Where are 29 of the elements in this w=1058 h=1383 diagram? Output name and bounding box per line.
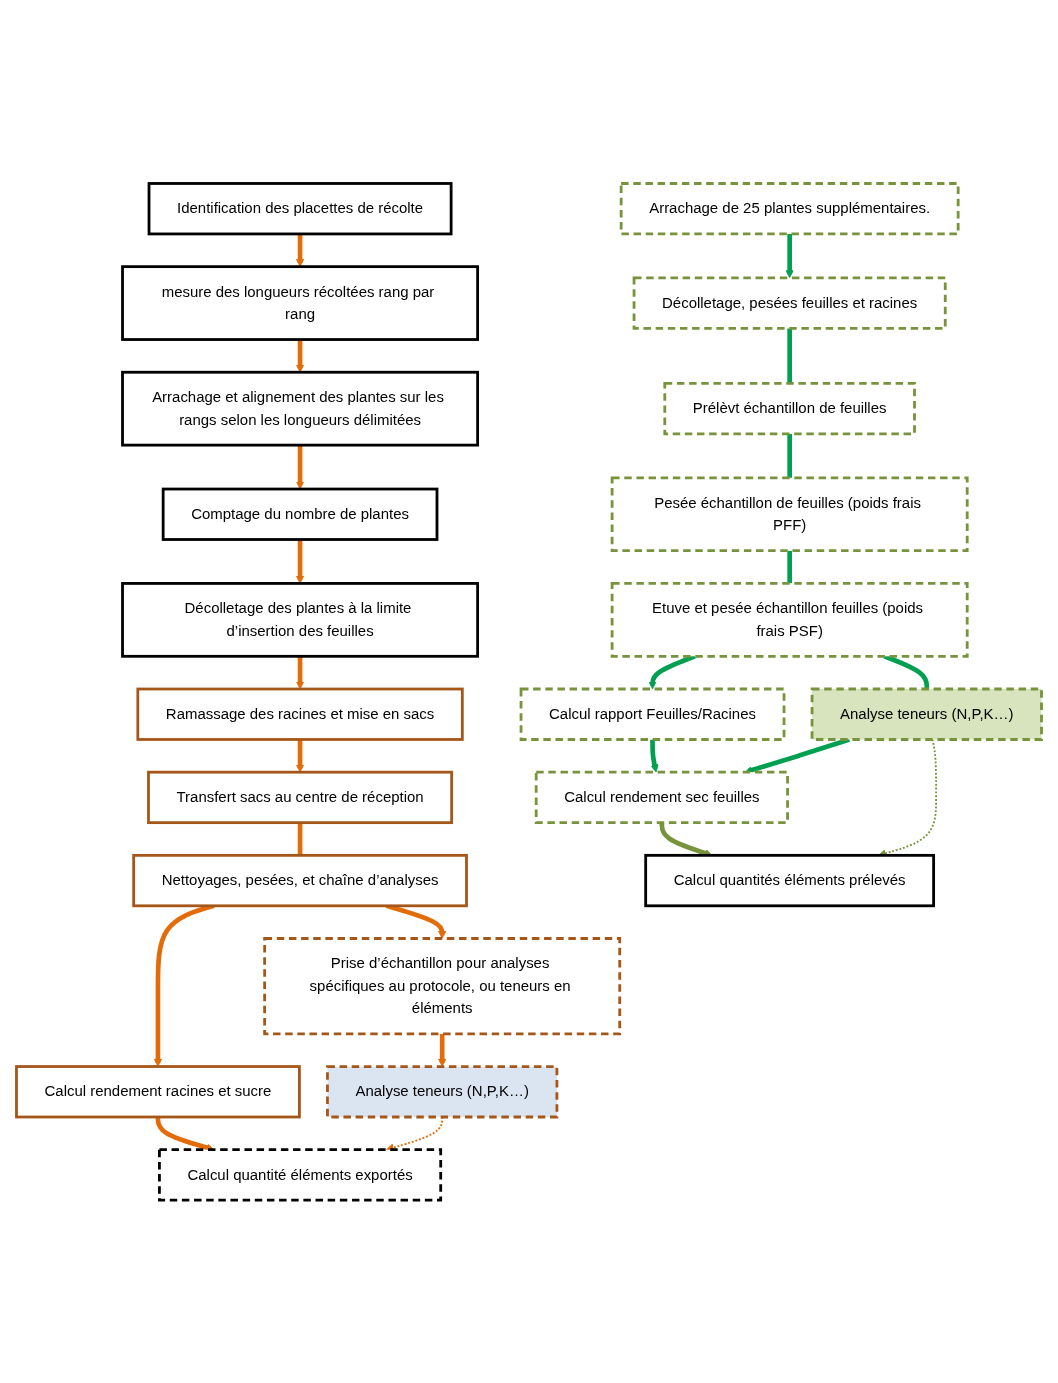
node-box: mesure des longueurs récoltées rang par rang (121, 264, 479, 341)
connector (787, 550, 792, 584)
node-box: Analyse teneurs (N,P,K…) (326, 1064, 559, 1119)
node-box: Calcul quantités éléments prélevés (644, 853, 935, 907)
node-box: Transfert sacs au centre de réception (147, 770, 454, 824)
arrow (785, 233, 794, 278)
node-box: Pesée échantillon de feuilles (poids frais PFF) (610, 476, 969, 552)
arrow (295, 233, 305, 267)
node-box: Identification des placettes de récolte (147, 181, 453, 235)
node-box: Calcul rapport Feuilles/Racines (519, 687, 786, 741)
node-box: Calcul rendement racines et sucre (15, 1064, 301, 1119)
node-box: Nettoyages, pesées, et chaîne d’analyses (132, 853, 468, 907)
node-box: Analyse teneurs (N,P,K…) (810, 687, 1043, 741)
node-box: Décolletage, pesées feuilles et racines (632, 276, 947, 330)
node-box: Arrachage et alignement des plantes sur les rangs selon les longueurs délimitées (121, 370, 479, 447)
node-box: Calcul quantité éléments exportés (158, 1148, 443, 1202)
node-box: Décolletage des plantes à la limite d’insertion des feuilles (121, 581, 479, 658)
arrow (295, 539, 305, 584)
node-box: Arrachage de 25 plantes supplémentaires. (619, 181, 960, 235)
node-box: Comptage du nombre de plantes (161, 487, 439, 541)
node-box: Calcul rendement sec feuilles (534, 770, 789, 824)
node-box: Ramassage des racines et mise en sacs (136, 687, 464, 741)
arrow (438, 1033, 447, 1067)
connector (787, 433, 792, 478)
node-box: Prélèvt échantillon de feuilles (663, 381, 916, 435)
node-box: Etuve et pesée échantillon feuilles (poids frais PSF) (610, 581, 969, 658)
connector (297, 822, 303, 855)
connector (787, 328, 792, 384)
node-box: Prise d’échantillon pour analyses spécifiques au protocole, ou teneurs en éléments (263, 936, 622, 1035)
